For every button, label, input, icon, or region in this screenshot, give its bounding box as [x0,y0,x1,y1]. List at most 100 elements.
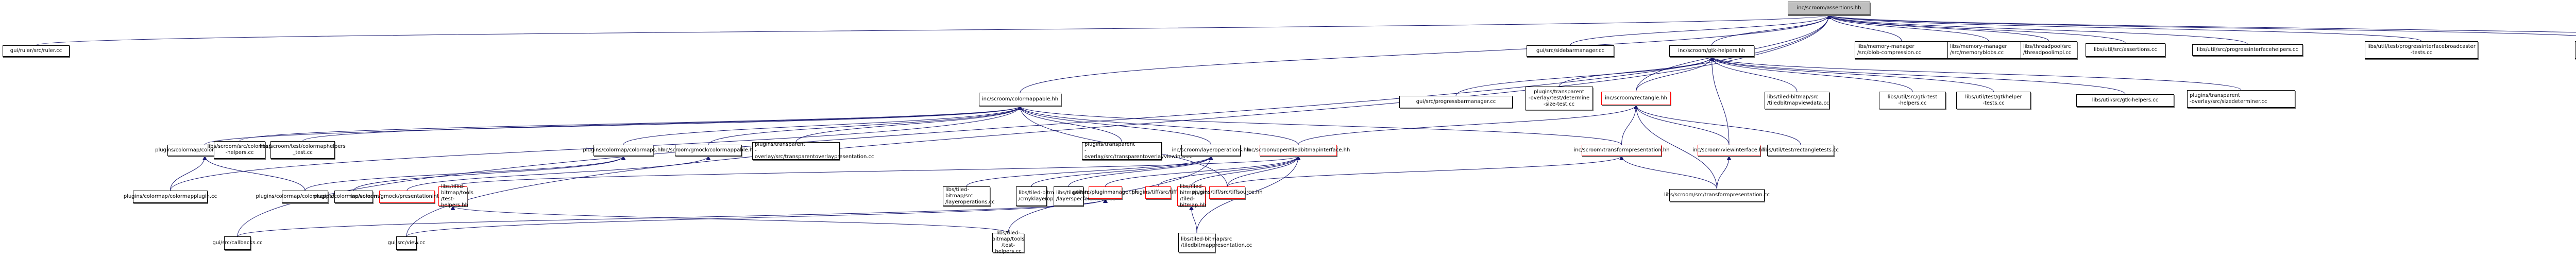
edge-tools-test-helpers-hh-to-opentiledbitmapinterface-hh [452,156,1301,187]
edge-callbacks-cc-to-pluginmanager-hh [237,198,1108,237]
edge-sidebarmanager-cc-to-assertions-hh [1570,14,1832,46]
graph-node-colormappable-hh[interactable]: inc/scroom/colormappable.hh [979,93,1061,106]
edge-rectangletests-cc-to-rectangle-hh [1634,105,1801,145]
edge-colormap-helpers-cc-to-colormappable-hh [239,106,1023,142]
graph-node-to-viewinfo-cc[interactable]: plugins/transparent -overlay/src/transpa… [1082,142,1193,160]
edge-threadpoolimpl-cc-to-assertions-hh [1826,14,2049,42]
edge-layeroperations-hh-to-colormappable-hh [1018,106,1211,145]
graph-node-tools-test-helpers-cc[interactable]: libs/tiled-bitmap/tools /test-helpers.cc [992,230,1025,254]
graph-node-progressbarmanager-cc[interactable]: gui/src/progressbarmanager.cc [1399,96,1513,108]
graph-node-tiffsource-hh[interactable]: plugins/tiff/src/tiffsource.hh [1192,186,1263,199]
edge-colormappable-hh-to-assertions-hh [1020,14,1832,93]
edge-transformpresentation-cc-to-transformpresentation-hh [1619,156,1717,190]
graph-node-gmock-colormappable-hh[interactable]: inc/scroom/gmock/colormappable.hh [660,145,756,156]
edge-viewinterface-hh-to-gtk-helpers-hh [1709,56,1730,145]
edge-colormaphelpers-test-cc-to-colormappable-hh [302,106,1023,142]
graph-node-progressinterfacehelpers-cc[interactable]: libs/util/src/progressinterfacehelpers.c… [2192,44,2303,56]
graph-node-util-gtk-helpers-cc[interactable]: libs/util/src/gtk-helpers.cc [2076,94,2174,107]
graph-node-tiledbitmapviewdata-cc[interactable]: libs/tiled-bitmap/src /tiledbitmapviewda… [1765,92,1829,109]
graph-node-layeroperations-hh[interactable]: inc/scroom/layeroperations.hh [1172,145,1250,156]
graph-node-opentiledbitmapinterface-hh[interactable]: inc/scroom/opentiledbitmapinterface.hh [1247,145,1350,156]
graph-node-colormapprovider-cc[interactable]: plugins/colormap/colormapprovider.cc [256,191,354,203]
graph-node-transformpresentation-hh[interactable]: inc/scroom/transformpresentation.hh [1573,145,1670,156]
edge-to-viewinfo-cc-to-colormappable-hh [1018,106,1122,143]
edge-tiffsource-hh-to-transformpresentation-hh [1227,156,1624,187]
edge-blob-compression-cc-to-assertions-hh [1826,14,1902,42]
edge-progressinterfacehelpers-cc-to-assertions-hh [1826,14,2248,45]
graph-node-colormaps-cc[interactable]: plugins/colormap/colormaps.cc [314,191,394,203]
graph-node-gtkhelper-tests-cc[interactable]: libs/util/test/gtkhelper -tests.cc [1956,92,2031,109]
edge-tiledbitmappresentation-cc-to-opentiledbitmapinterface-hh [1196,156,1301,233]
graph-node-pluginmanager-hh[interactable]: gui/src/pluginmanager.hh [1073,186,1138,199]
graph-node-tiled-bitmap-hh[interactable]: libs/tiled-bitmap/src /tiled-bitmap.hh [1177,184,1207,208]
graph-node-sidebarmanager-cc[interactable]: gui/src/sidebarmanager.cc [1527,45,1614,57]
edge-pim-tests-cc-to-assertions-hh [1827,14,2576,33]
graph-node-blob-compression-cc[interactable]: libs/memory-manager /src/blob-compressio… [1855,41,1948,59]
graph-node-assertions-hh[interactable]: inc/scroom/assertions.hh [1788,2,1870,15]
edge-transformpresentation-cc-to-viewinterface-hh [1717,156,1732,190]
edge-tiledbitmapviewdata-cc-to-gtk-helpers-hh [1709,56,1798,92]
graph-node-transformpresentation-cc[interactable]: libs/scroom/src/transformpresentation.cc [1664,189,1770,201]
edge-tb-layeroperations-cc-to-layeroperations-hh [966,156,1213,187]
edge-colormapprovider-hh-to-colormappable-hh [205,106,1023,145]
edge-cmyklayeroperations-cc-to-layeroperations-hh [1031,156,1213,187]
edge-transformpresentation-hh-to-rectangle-hh [1621,105,1638,145]
edge-viewinterface-hh-to-rectangle-hh [1634,105,1730,145]
graph-node-tb-layeroperations-cc[interactable]: libs/tiled-bitmap/src /layeroperations.c… [943,186,995,206]
edge-ruler-cc-to-assertions-hh [36,14,1831,46]
graph-node-view-cc[interactable]: gui/src/view.cc [387,236,426,250]
edge-sizedeterminer-cc-to-gtk-helpers-hh [1709,56,2242,91]
graph-node-tools-test-helpers-hh[interactable]: libs/tiled-bitmap/tools /test-helpers.hh [438,184,473,208]
graph-node-colormaps-hh[interactable]: plugins/colormap/colormaps.hh [583,145,664,156]
edge-tiledbitmappresentation-cc-to-tiled-bitmap-hh [1189,205,1197,233]
graph-node-viewinterface-hh[interactable]: inc/scroom/viewinterface.hh [1692,145,1766,156]
edge-transformpresentation-hh-to-colormappable-hh [1018,106,1622,145]
graph-node-pic-tests-cc[interactable]: libs/util/test/progressinterfaceconversi… [2575,41,2576,59]
edge-gmock-presentationinterface-hh-to-gmock-colormappable-hh [406,156,711,191]
graph-node-layerspecforbitmap-cc[interactable]: libs/tiled-bitmap/src /layerspecforbitma… [1054,186,1115,206]
edge-gtkhelper-tests-cc-to-gtk-helpers-hh [1709,56,1994,92]
graph-node-sizedeterminer-cc[interactable]: plugins/transparent -overlay/src/sizedet… [2187,90,2295,108]
edge-colormapprovider-cc-to-colormapprovider-hh [202,156,306,191]
graph-node-gtk-test-helpers-cc[interactable]: libs/util/src/gtk-test -helpers.cc [1879,92,1946,109]
graph-node-tiff-hh[interactable]: plugins/tiff/src/tiff.hh [1131,186,1185,199]
edge-layerspecforbitmap-cc-to-layeroperations-hh [1068,156,1213,187]
edge-memoryblobs-cc-to-assertions-hh [1826,14,1989,42]
graph-node-pib-tests-cc[interactable]: libs/util/test/progressinterfacebroadcas… [2365,41,2478,59]
edge-opentiledbitmapinterface-hh-to-colormappable-hh [1018,106,1299,145]
graph-node-util-assertions-cc[interactable]: libs/util/src/assertions.cc [2086,43,2165,57]
graph-node-rectangletests-cc[interactable]: libs/util/test/rectangletests.cc [1762,145,1839,156]
graph-node-tiledbitmappresentation-cc[interactable]: libs/tiled-bitmap/src /tiledbitmappresen… [1178,233,1252,252]
edge-tools-test-helpers-cc-to-tools-test-helpers-hh [450,205,1009,233]
graph-node-colormaphelpers-test-cc[interactable]: libs/scroom/test/colormaphelpers _test.c… [260,141,346,159]
edge-opentiledbitmapinterface-hh-to-rectangle-hh [1298,105,1638,145]
graph-node-callbacks-cc[interactable]: gui/src/callbacks.cc [212,236,263,250]
edge-view-cc-to-pluginmanager-hh [406,198,1108,237]
edge-tiled-bitmap-hh-to-opentiledbitmapinterface-hh [1191,156,1301,187]
graph-node-memoryblobs-cc[interactable]: libs/memory-manager /src/memoryblobs.cc [1947,41,2030,59]
graph-node-to-presentation-cc[interactable]: plugins/transparent -overlay/src/transpa… [752,142,874,160]
graph-node-colormapplugin-cc[interactable]: plugins/colormap/colormapplugin.cc [124,191,217,203]
edge-to-presentation-cc-to-colormappable-hh [795,106,1023,143]
edge-rectangle-hh-to-gtk-helpers-hh [1636,56,1714,92]
graph-node-cmyklayeroperations-cc[interactable]: libs/tiled-bitmap/src /cmyklayeroperatio… [1016,186,1082,206]
graph-node-threadpoolimpl-cc[interactable]: libs/threadpool/src /threadpoolimpl.cc [2021,41,2077,59]
edge-gtk-test-helpers-cc-to-gtk-helpers-hh [1709,56,1913,92]
graph-node-rectangle-hh[interactable]: inc/scroom/rectangle.hh [1601,92,1671,105]
graph-node-determine-size-test-cc[interactable]: plugins/transparent -overlay/test/determ… [1525,87,1593,110]
edge-colormapplugin-cc-to-colormapprovider-hh [170,156,207,191]
graph-node-colormap-helpers-cc[interactable]: libs/scroom/src/colormap -helpers.cc [207,141,272,159]
edge-pluginmanager-hh-to-opentiledbitmapinterface-hh [1105,156,1301,187]
edge-pib-tests-cc-to-assertions-hh [1826,14,2422,42]
edge-tiff-hh-to-opentiledbitmapinterface-hh [1158,156,1301,187]
edge-util-assertions-cc-to-assertions-hh [1826,14,2126,44]
graph-node-gtk-helpers-hh[interactable]: inc/scroom/gtk-helpers.hh [1669,45,1754,57]
edge-tiffsource-hh-to-opentiledbitmapinterface-hh [1227,156,1301,187]
graph-node-ruler-cc[interactable]: gui/ruler/src/ruler.cc [3,45,70,57]
edge-colormapprovider-cc-to-colormaps-hh [304,156,626,191]
edge-util-gtk-helpers-cc-to-gtk-helpers-hh [1709,56,2126,95]
edge-determine-size-test-cc-to-gtk-helpers-hh [1558,56,1714,87]
graph-node-gmock-presentationinterface-hh[interactable]: inc/scroom/gmock/presentationinterface.h… [351,191,463,203]
edge-gmock-colormappable-hh-to-colormappable-hh [708,106,1023,145]
